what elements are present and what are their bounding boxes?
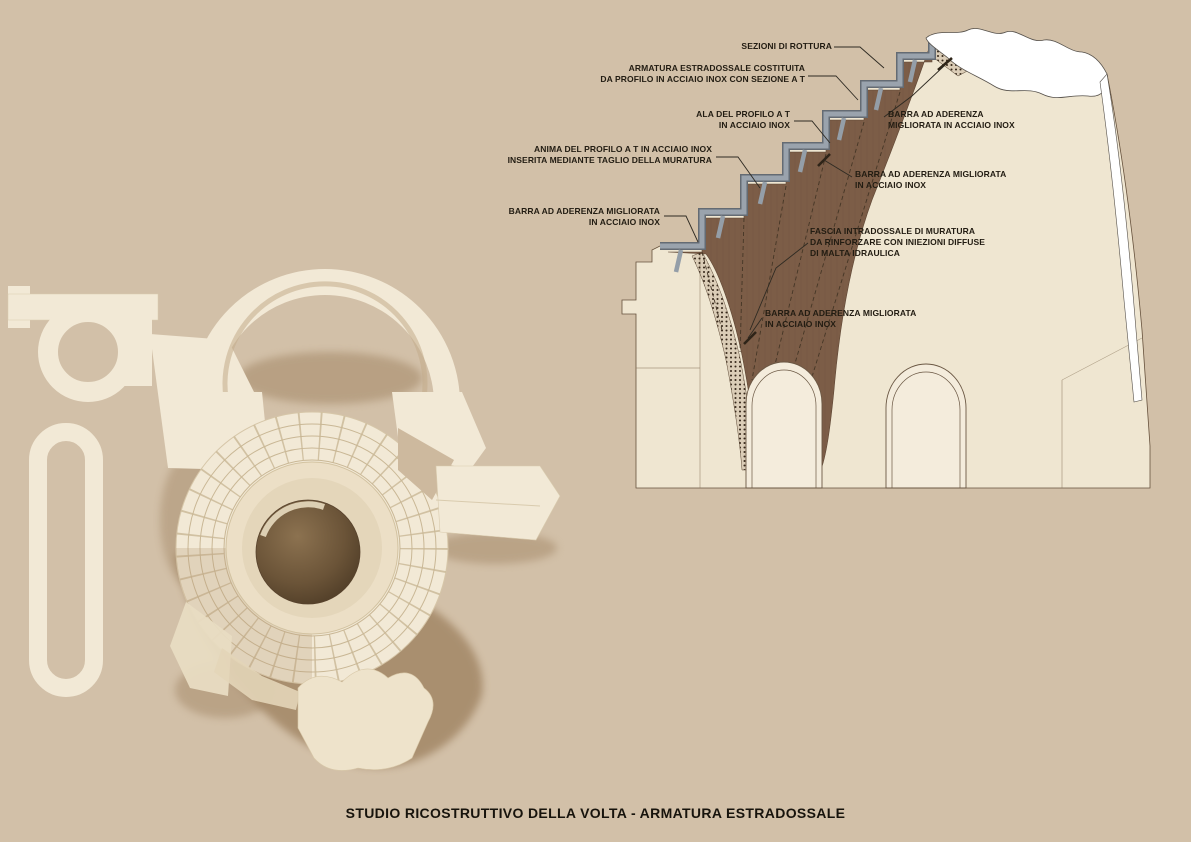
plan-ruin-fragments xyxy=(170,602,434,771)
drawing-title: STUDIO RICOSTRUTTIVO DELLA VOLTA - ARMAT… xyxy=(345,805,846,821)
annotation-armatura-estradossale: ARMATURA ESTRADOSSALE COSTITUITA DA PROF… xyxy=(600,63,805,85)
right-arch xyxy=(885,363,967,489)
plan-right-arm xyxy=(435,465,561,541)
annotation-barra-aderenza-2: BARRA AD ADERENZA MIGLIORATA IN ACCIAIO … xyxy=(855,169,1007,191)
t-profile-webs xyxy=(673,59,918,273)
annotation-sezioni-di-rottura: SEZIONI DI ROTTURA xyxy=(741,41,832,51)
leader-lines xyxy=(664,46,945,339)
left-arch xyxy=(745,361,823,489)
intrados-injection-band xyxy=(691,251,757,471)
annotation-ala-profilo-t: ALA DEL PROFILO A T IN ACCIAIO INOX xyxy=(696,109,790,131)
sky-void xyxy=(925,28,1143,403)
annotation-barra-aderenza-4: BARRA AD ADERENZA MIGLIORATA IN ACCIAIO … xyxy=(765,308,917,330)
annotation-barra-aderenza-1: BARRA AD ADERENZA MIGLIORATA IN ACCIAIO … xyxy=(888,109,1015,131)
plan-rendering xyxy=(7,269,561,771)
annotation-barra-aderenza-3: BARRA AD ADERENZA MIGLIORATA IN ACCIAIO … xyxy=(508,206,660,228)
annotation-anima-profilo-t: ANIMA DEL PROFILO A T IN ACCIAIO INOX IN… xyxy=(507,144,712,166)
masonry-texture xyxy=(668,40,932,472)
plan-dome xyxy=(175,411,454,685)
annotation-fascia-intradossale: FASCIA INTRADOSSALE DI MURATURA DA RINFO… xyxy=(810,226,986,259)
dome-oculus xyxy=(255,499,361,605)
section-diagram xyxy=(621,28,1151,489)
steel-t-profile xyxy=(660,36,936,273)
